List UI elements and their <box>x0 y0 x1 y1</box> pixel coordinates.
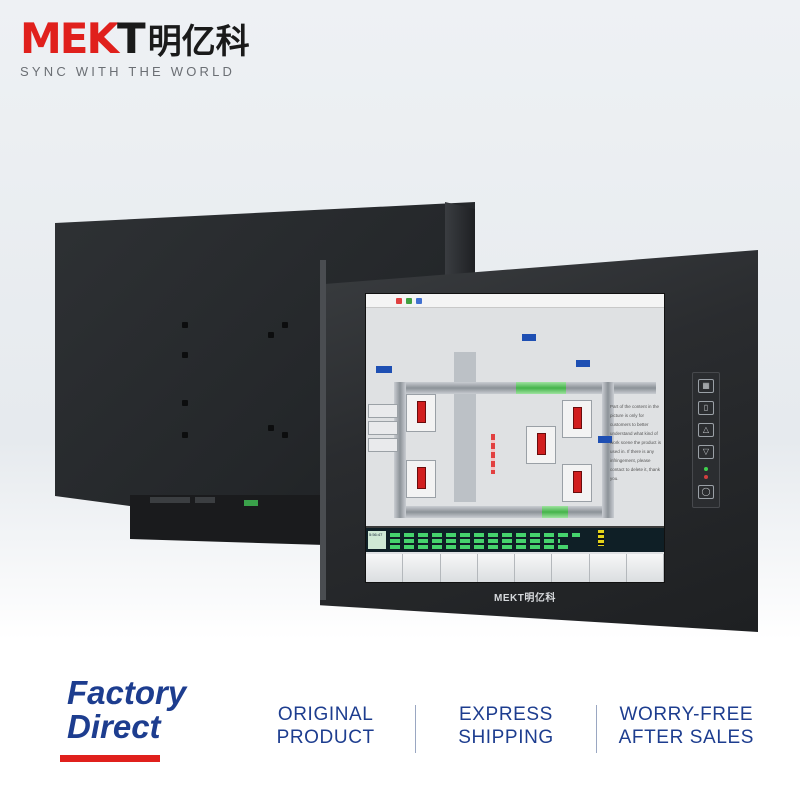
vesa-hole <box>182 432 188 438</box>
feature-line2: PRODUCT <box>276 727 375 748</box>
screen-tab[interactable] <box>440 554 478 582</box>
log-row <box>390 533 580 537</box>
feature-line1: ORIGINAL <box>277 704 374 725</box>
screen-tab-bar <box>366 554 664 582</box>
status-indicator <box>598 530 604 546</box>
feature-line2: SHIPPING <box>458 727 554 748</box>
log-row <box>390 545 570 549</box>
front-monitor-edge <box>320 260 326 600</box>
headline-line1: Factory <box>67 674 187 711</box>
feature-divider <box>595 705 597 753</box>
feature-line2: AFTER SALES <box>618 727 755 748</box>
temperature-column <box>491 434 495 474</box>
screen-tab[interactable] <box>589 554 627 582</box>
feature-line1: EXPRESS <box>459 704 553 725</box>
feature-line1: WORRY-FREE <box>619 704 754 725</box>
screen-tab[interactable] <box>366 554 404 582</box>
equipment-unit <box>562 400 592 438</box>
vesa-hole <box>282 432 288 438</box>
brand-logo: MEK T 明亿科 SYNC WITH THE WORLD <box>20 18 250 80</box>
device-logo: MEKT明亿科 <box>494 593 556 604</box>
readout-chip <box>598 436 612 443</box>
headline-underline <box>60 755 160 762</box>
hardware-button-panel: ▦ ▯ △ ▽ ◯ <box>692 372 720 508</box>
equipment-unit <box>526 426 556 464</box>
logo-t: T <box>117 14 146 63</box>
alarm-indicator <box>417 467 426 489</box>
readout-chip <box>576 360 590 367</box>
screen-tab[interactable] <box>477 554 515 582</box>
logo-mek: MEK <box>20 14 119 63</box>
vesa-hole <box>282 322 288 328</box>
status-icon <box>396 298 402 304</box>
vesa-hole <box>268 332 274 338</box>
feature-original-product: ORIGINAL PRODUCT <box>236 703 415 763</box>
brand-tagline: SYNC WITH THE WORLD <box>20 64 236 79</box>
side-menu-button[interactable] <box>368 438 398 452</box>
power-icon[interactable]: ◯ <box>698 485 714 499</box>
alarm-indicator <box>573 407 582 429</box>
process-column <box>454 352 476 502</box>
screen-tab[interactable] <box>552 554 590 582</box>
rear-port <box>195 497 215 503</box>
arrow-down-icon[interactable]: ▽ <box>698 445 714 459</box>
log-row <box>390 539 560 543</box>
feature-express-shipping: EXPRESS SHIPPING <box>416 703 595 763</box>
rear-power-connector <box>244 500 258 506</box>
side-menu-button[interactable] <box>368 421 398 435</box>
logo-chinese: 明亿科 <box>147 22 250 62</box>
pipe <box>396 506 606 518</box>
status-icon <box>416 298 422 304</box>
arrow-up-icon[interactable]: △ <box>698 423 714 437</box>
screen-side-menu <box>368 404 398 455</box>
vesa-hole <box>182 322 188 328</box>
side-menu-button[interactable] <box>368 404 398 418</box>
equipment-unit <box>406 394 436 432</box>
pipe-green <box>516 382 566 394</box>
logo-wordmark: MEK T 明亿科 <box>20 18 250 60</box>
readout-chip <box>522 334 536 341</box>
alarm-indicator <box>537 433 546 455</box>
pipe <box>602 382 614 518</box>
screen-clock: 5:56:47 <box>368 531 386 549</box>
power-led-icon <box>704 467 708 471</box>
monitor-screen: Part of the content in the picture is on… <box>365 293 665 583</box>
status-led-icon <box>704 475 708 479</box>
screen-event-log: 5:56:47 <box>366 526 664 552</box>
rear-io-bracket <box>130 495 325 545</box>
screen-tab[interactable] <box>515 554 553 582</box>
equipment-unit <box>406 460 436 498</box>
screen-tab[interactable] <box>626 554 664 582</box>
vesa-hole <box>268 425 274 431</box>
grid-icon[interactable]: ▦ <box>698 379 714 393</box>
feature-divider <box>415 705 417 753</box>
feature-list: ORIGINAL PRODUCT EXPRESS SHIPPING WORRY-… <box>236 703 776 763</box>
status-icon <box>406 298 412 304</box>
phone-icon[interactable]: ▯ <box>698 401 714 415</box>
alarm-indicator <box>573 471 582 493</box>
pipe-green <box>542 506 568 518</box>
screen-titlebar <box>366 294 664 308</box>
screen-tab[interactable] <box>403 554 441 582</box>
readout-chip <box>376 366 392 373</box>
alarm-indicator <box>417 401 426 423</box>
equipment-unit <box>562 464 592 502</box>
headline-line2: Direct <box>67 708 161 745</box>
factory-direct-headline: Factory Direct <box>67 676 186 744</box>
screen-note: Part of the content in the picture is on… <box>610 404 662 481</box>
feature-after-sales: WORRY-FREE AFTER SALES <box>597 703 776 763</box>
rear-port <box>150 497 190 503</box>
vesa-hole <box>182 400 188 406</box>
vesa-hole <box>182 352 188 358</box>
